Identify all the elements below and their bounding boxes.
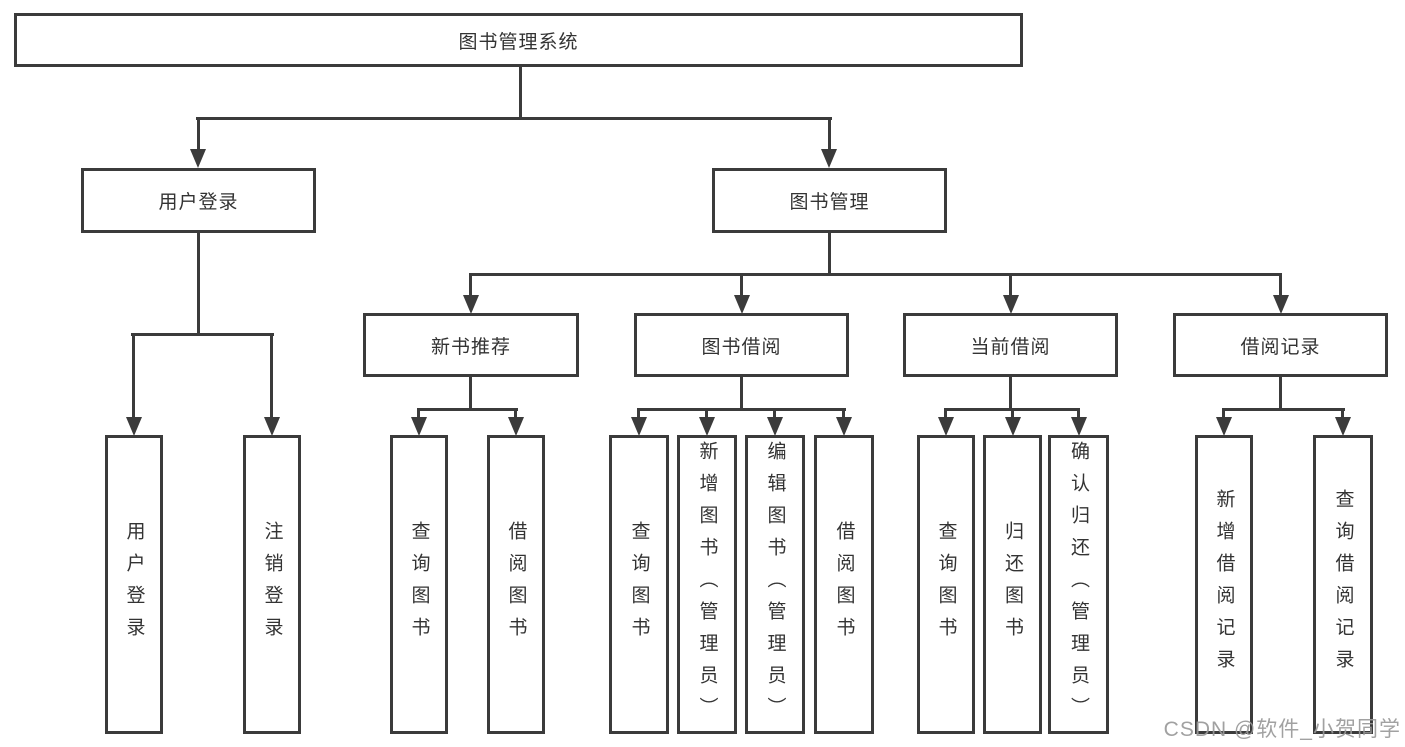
arrow-down-icon: [463, 295, 479, 314]
leaf-borrow-books-2: 借阅图书: [814, 435, 874, 734]
arrow-down-icon: [508, 417, 524, 436]
connector-line: [417, 408, 518, 411]
arrow-down-icon: [1335, 417, 1351, 436]
connector-line: [1341, 408, 1344, 419]
connector-line: [132, 333, 135, 419]
arrow-down-icon: [190, 149, 206, 168]
connector-line: [519, 64, 522, 120]
node-new-book-recommend: 新书推荐: [363, 313, 579, 377]
arrow-down-icon: [1071, 417, 1087, 436]
connector-line: [1279, 273, 1282, 298]
connector-line: [197, 117, 200, 151]
leaf-add-borrow-record: 新增借阅记录: [1195, 435, 1253, 734]
connector-line: [1011, 408, 1014, 419]
connector-line: [637, 408, 846, 411]
connector-line: [197, 232, 200, 336]
watermark: CSDN @软件_小贺同学: [1163, 718, 1401, 741]
connector-line: [1009, 273, 1012, 298]
leaf-logout: 注销登录: [243, 435, 301, 734]
connector-line: [514, 408, 517, 419]
arrow-down-icon: [1273, 295, 1289, 314]
node-book-management: 图书管理: [712, 168, 947, 233]
connector-line: [740, 273, 743, 298]
arrow-down-icon: [938, 417, 954, 436]
node-current-borrow: 当前借阅: [903, 313, 1118, 377]
connector-line: [828, 233, 831, 276]
connector-line: [637, 408, 640, 419]
leaf-query-books-2: 查询图书: [609, 435, 669, 734]
leaf-user-login: 用户登录: [105, 435, 163, 734]
arrow-down-icon: [631, 417, 647, 436]
leaf-query-books-1: 查询图书: [390, 435, 448, 734]
arrow-down-icon: [821, 149, 837, 168]
connector-line: [417, 408, 420, 419]
arrow-down-icon: [411, 417, 427, 436]
connector-line: [1222, 408, 1345, 411]
node-user-login: 用户登录: [81, 168, 316, 233]
arrow-down-icon: [264, 417, 280, 436]
connector-line: [1009, 377, 1012, 411]
connector-line: [828, 117, 831, 151]
connector-line: [773, 408, 776, 419]
connector-line: [740, 377, 743, 411]
connector-line: [270, 333, 273, 419]
arrow-down-icon: [1005, 417, 1021, 436]
arrow-down-icon: [836, 417, 852, 436]
connector-line: [469, 273, 472, 298]
leaf-return-book: 归还图书: [983, 435, 1042, 734]
arrow-down-icon: [699, 417, 715, 436]
connector-line: [1279, 377, 1282, 411]
connector-line: [1077, 408, 1080, 419]
connector-line: [469, 273, 1282, 276]
leaf-query-borrow-record: 查询借阅记录: [1313, 435, 1373, 734]
leaf-borrow-books-1: 借阅图书: [487, 435, 545, 734]
connector-line: [131, 333, 274, 336]
node-book-borrow: 图书借阅: [634, 313, 849, 377]
arrow-down-icon: [126, 417, 142, 436]
leaf-query-books-3: 查询图书: [917, 435, 975, 734]
arrow-down-icon: [1003, 295, 1019, 314]
connector-line: [469, 377, 472, 411]
connector-line: [196, 117, 832, 120]
leaf-add-book-admin: 新增图书（管理员）: [677, 435, 737, 734]
leaf-edit-book-admin: 编辑图书（管理员）: [745, 435, 805, 734]
connector-line: [705, 408, 708, 419]
arrow-down-icon: [1216, 417, 1232, 436]
node-borrow-records: 借阅记录: [1173, 313, 1388, 377]
arrow-down-icon: [734, 295, 750, 314]
node-root: 图书管理系统: [14, 13, 1023, 67]
connector-line: [842, 408, 845, 419]
connector-line: [944, 408, 947, 419]
leaf-confirm-return-admin: 确认归还（管理员）: [1048, 435, 1109, 734]
arrow-down-icon: [767, 417, 783, 436]
connector-line: [1222, 408, 1225, 419]
